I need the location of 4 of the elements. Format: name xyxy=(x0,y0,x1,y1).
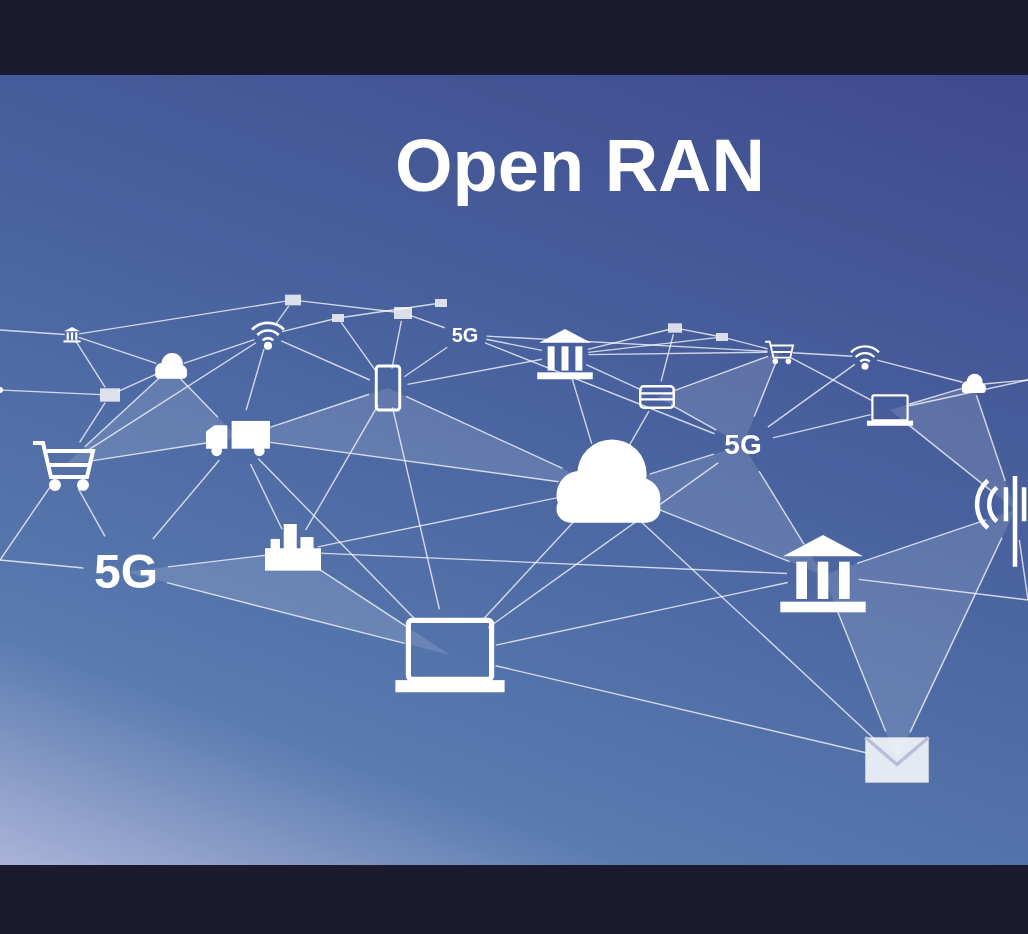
title: Open RAN xyxy=(394,123,766,208)
network-label: 5G xyxy=(724,431,762,459)
network-label: 5G xyxy=(94,548,158,596)
network-label: 5G xyxy=(451,325,479,345)
